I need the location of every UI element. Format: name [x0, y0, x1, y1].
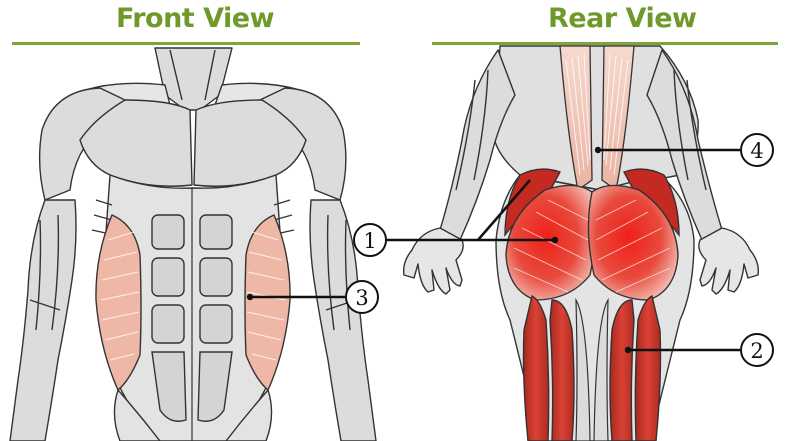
abs-segment: [200, 215, 232, 249]
callout-badge-2: 2: [741, 334, 773, 366]
callout-badge-3: 3: [346, 281, 378, 313]
callout-dot-4: [595, 147, 601, 153]
hamstrings-right: [635, 296, 660, 441]
rear-hand-left: [404, 228, 463, 294]
callout-dot-2: [625, 347, 631, 353]
abs-segment: [152, 305, 184, 343]
callout-badge-1: 1: [354, 224, 386, 256]
hamstrings-right: [610, 300, 634, 441]
callout-number-4: 4: [750, 139, 763, 163]
hamstrings-left: [550, 300, 574, 441]
abs-segment: [200, 258, 232, 296]
callout-badge-4: 4: [741, 134, 773, 166]
abdominals: [152, 188, 232, 441]
callout-number-1: 1: [363, 229, 376, 253]
front-arm-left: [10, 200, 76, 441]
callout-dot-3: [247, 294, 253, 300]
abs-segment: [152, 215, 184, 249]
hamstrings-left: [524, 296, 549, 441]
abs-segment: [152, 258, 184, 296]
callout-number-2: 2: [750, 339, 763, 363]
obliques-left: [96, 215, 141, 390]
rear-hand-right: [699, 228, 758, 294]
abs-segment: [200, 305, 232, 343]
front-body: [10, 48, 376, 441]
callout-number-3: 3: [355, 286, 368, 310]
obliques-right: [245, 215, 290, 390]
callout-dot-1: [552, 237, 558, 243]
